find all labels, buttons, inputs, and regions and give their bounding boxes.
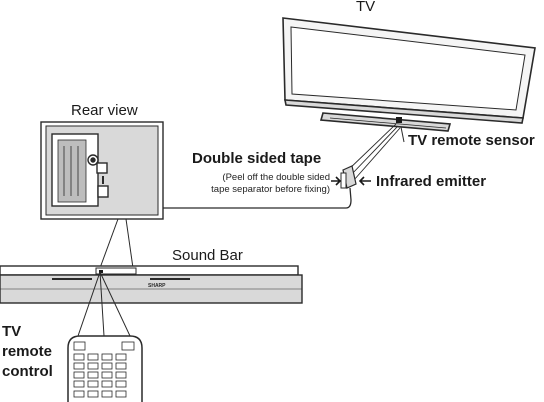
tv-remote-control-label-line3: control [2, 363, 53, 380]
double-sided-tape-label: Double sided tape [192, 150, 322, 167]
sensor-pointer-line [400, 126, 405, 143]
sound-bar [0, 265, 303, 304]
soundbar-sensor-icon [99, 270, 103, 273]
ir-signal-rays [345, 123, 401, 181]
tv-label: TV [356, 0, 376, 15]
rear-view-panel [40, 121, 164, 220]
infrared-emitter-icon [340, 165, 357, 189]
tape-note-line1: (Peel off the double sided [222, 172, 330, 183]
emitter-arrow-icon [358, 176, 371, 186]
remote-signal-rays [77, 271, 131, 337]
callout-lines [99, 218, 134, 269]
remote-control [67, 335, 143, 402]
emitter-cable [103, 187, 352, 209]
tv-remote-control-label-line1: TV [2, 323, 22, 340]
tv-remote-sensor-label: TV remote sensor [408, 132, 535, 149]
tv [282, 17, 536, 132]
sound-bar-label: Sound Bar [172, 247, 243, 264]
tape-arrow-icon [331, 176, 342, 186]
rear-view-label: Rear view [71, 102, 138, 119]
infrared-emitter-label: Infrared emitter [376, 173, 487, 190]
tv-remote-control-label-line2: remote [2, 343, 53, 360]
soundbar-brand-logo: SHARP [148, 283, 166, 289]
tape-note-line2: tape separator before fixing) [211, 184, 330, 195]
tv-remote-sensor-icon [396, 117, 402, 123]
